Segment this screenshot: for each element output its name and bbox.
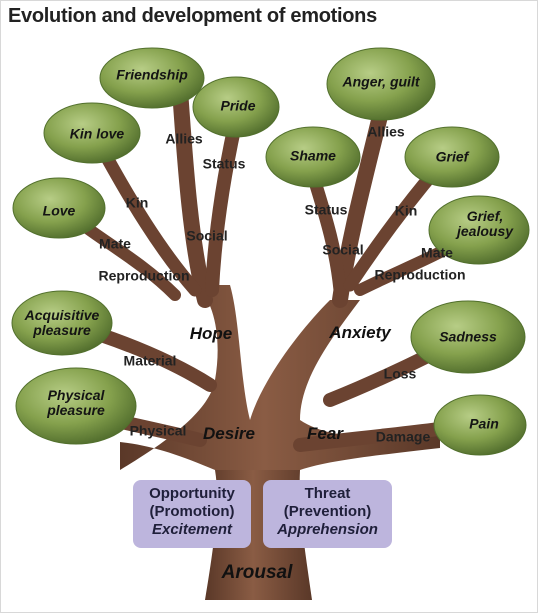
branch-label-status-left: Status [202, 155, 246, 172]
opportunity-box-line3: Excitement [151, 521, 233, 538]
threat-box-line2: (Prevention) [283, 503, 372, 520]
branch-label-mate-right: Mate [421, 244, 453, 261]
foliage-kin-love [43, 102, 141, 164]
branch-label-social-left: Social [186, 227, 228, 244]
foliage-love [12, 177, 106, 239]
leaf-label-grief-jealousy: Grief, jealousy [456, 208, 514, 239]
threat-box-line3: Apprehension [277, 521, 378, 538]
trunk-label-anxiety: Anxiety [329, 323, 391, 342]
leaf-label-physical-pleasure: Physical pleasure [47, 387, 105, 418]
foliage-grief [404, 126, 500, 188]
leaf-label-anger-guilt: Anger, guilt [342, 73, 420, 90]
foliage-physical-pleasure [15, 367, 137, 445]
leaf-label-shame: Shame [290, 147, 336, 164]
foliage-friendship [99, 47, 205, 109]
branch-label-kin-left: Kin [125, 194, 149, 211]
foliage-pain [433, 394, 527, 456]
branch-label-status-right: Status [304, 201, 348, 218]
branch-label-kin-right: Kin [394, 202, 418, 219]
leaf-label-friendship: Friendship [116, 66, 188, 83]
leaf-label-grief: Grief [435, 148, 469, 165]
foliage-grief-jealousy [428, 195, 530, 265]
foliage-acquisitive-pleasure [11, 290, 113, 356]
opportunity-box-line2: (Promotion) [149, 503, 235, 520]
leaf-label-kin-love: Kin love [69, 125, 125, 142]
leaf-label-acquisitive-pleasure: Acquisitive pleasure [24, 307, 100, 338]
trunk-label-hope: Hope [189, 324, 233, 343]
opportunity-box: Opportunity (Promotion) Excitement [133, 480, 251, 548]
branch-label-mate-left: Mate [99, 235, 131, 252]
leaf-label-pride: Pride [220, 97, 256, 114]
leaf-label-sadness: Sadness [439, 328, 497, 345]
branch-label-allies-left: Allies [165, 130, 203, 147]
threat-box-line1: Threat [304, 485, 351, 502]
foliage-clumps [11, 47, 530, 456]
trunk-label-desire: Desire [203, 424, 255, 443]
foliage-anger-guilt [326, 47, 436, 121]
branch-label-allies-right: Allies [367, 123, 405, 140]
branch-label-reproduction-left: Reproduction [98, 267, 190, 284]
foliage-shame [265, 126, 361, 188]
branch-label-damage: Damage [375, 428, 431, 445]
leaf-label-pain: Pain [469, 415, 499, 432]
trunk-label-fear: Fear [307, 424, 343, 443]
trunk-base [120, 285, 440, 470]
root-label-arousal: Arousal [221, 562, 293, 583]
threat-box: Threat (Prevention) Apprehension [263, 480, 392, 548]
foliage-pride [192, 76, 280, 138]
branch-label-physical: Physical [129, 422, 187, 439]
foliage-sadness [410, 300, 526, 374]
leaf-label-love: Love [42, 202, 76, 219]
branch-label-social-right: Social [322, 241, 364, 258]
branch-label-reproduction-right: Reproduction [374, 266, 466, 283]
branch-label-material: Material [123, 352, 177, 369]
opportunity-box-line1: Opportunity [149, 485, 235, 502]
figure-title: Evolution and development of emotions [8, 5, 377, 27]
branch-label-loss: Loss [383, 365, 417, 382]
